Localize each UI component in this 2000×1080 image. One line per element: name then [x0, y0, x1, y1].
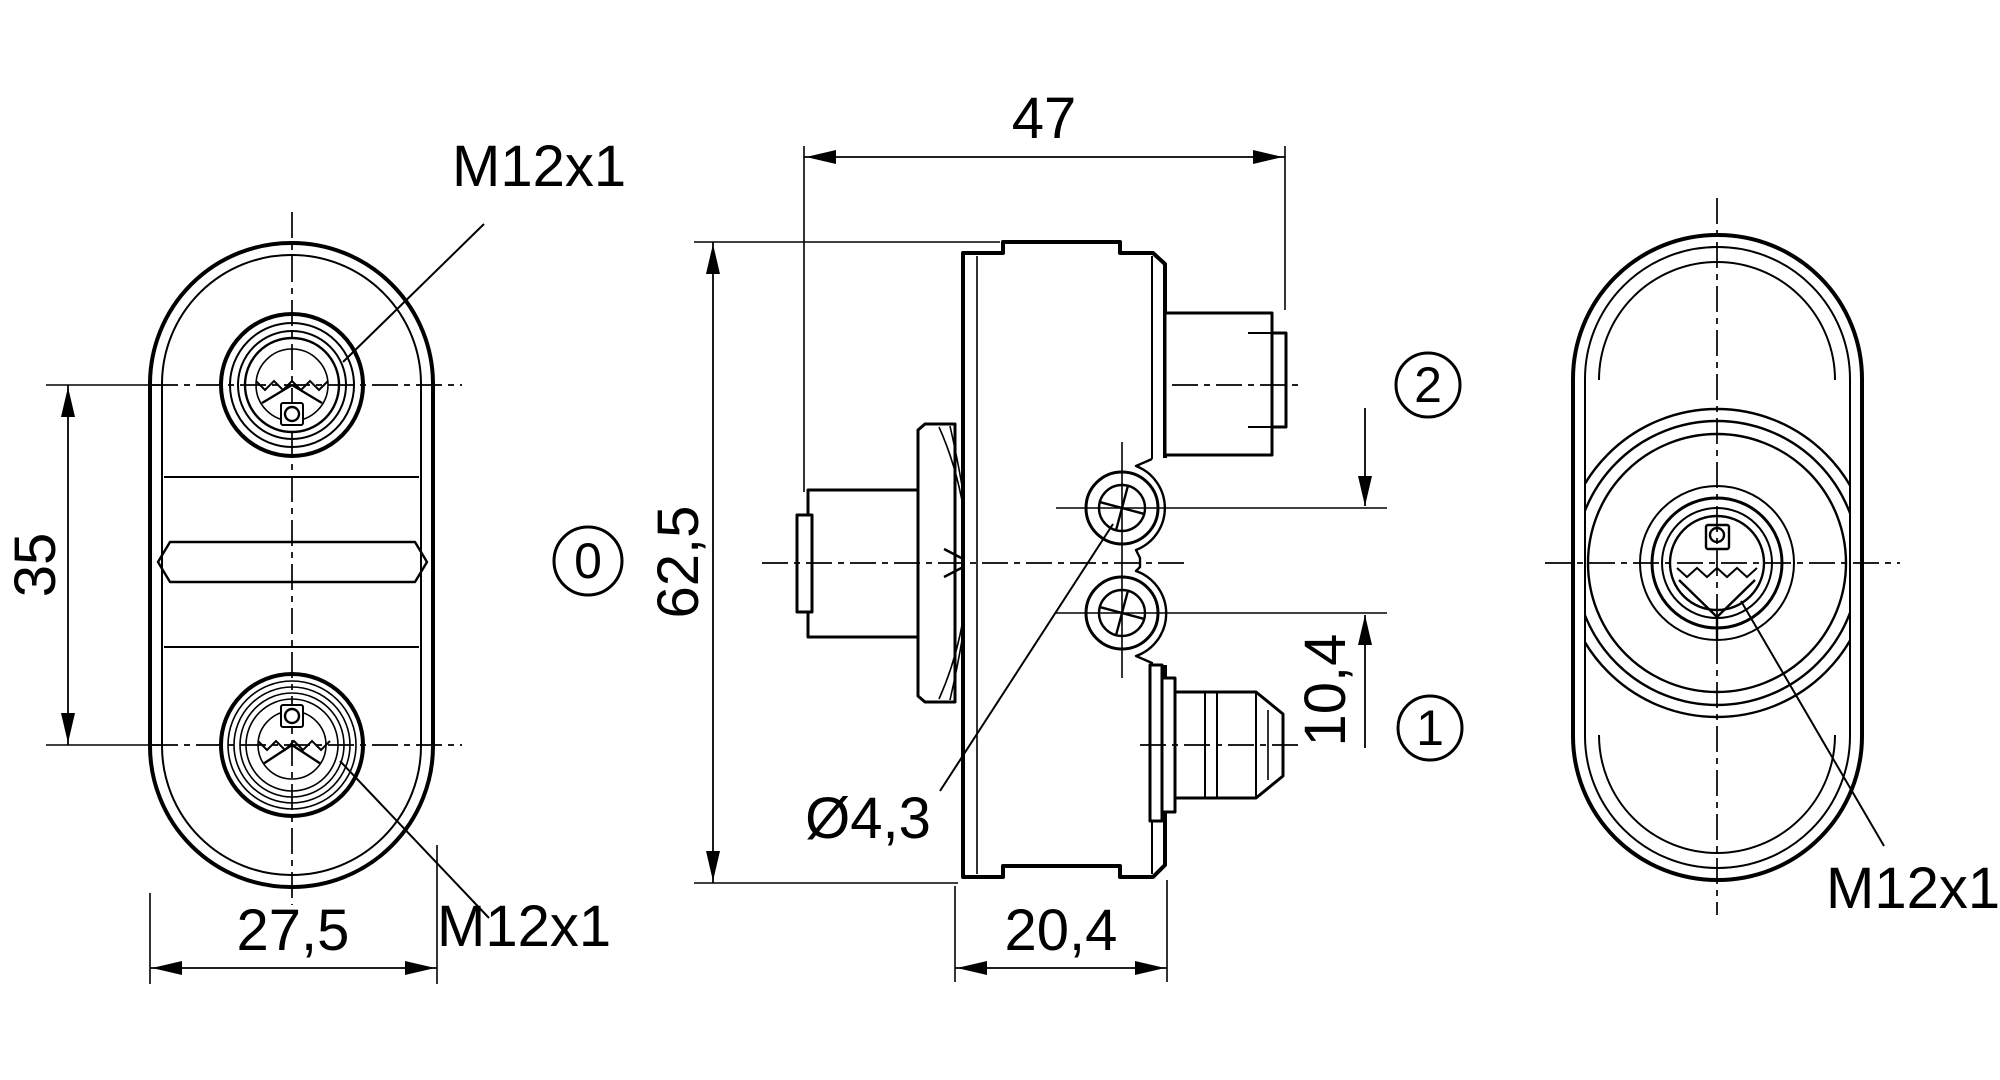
arrowhead-icon	[806, 150, 836, 164]
front-view: 35 27,5 M12x1 M12x1	[3, 134, 626, 984]
dimension-10-4: 10,4	[1293, 408, 1372, 748]
arrowhead-icon	[957, 961, 987, 975]
arrowhead-icon	[706, 244, 720, 274]
thread-ring	[233, 686, 351, 804]
dimension-text: 47	[1012, 86, 1077, 151]
dimension-text: 10,4	[1293, 634, 1358, 747]
leader-line	[342, 223, 485, 363]
chamfer-arc	[1598, 734, 1836, 854]
callout-text: 1	[1416, 700, 1444, 756]
connector-ring	[219, 672, 365, 818]
dimension-text: 27,5	[237, 898, 350, 963]
arrowhead-icon	[152, 961, 182, 975]
callout-1: 1	[1396, 694, 1464, 762]
callout-2: 2	[1394, 351, 1462, 419]
arrowhead-icon	[706, 851, 720, 881]
contact-spoke	[1716, 579, 1756, 618]
keyway-hole	[283, 405, 301, 423]
callout-text: 0	[574, 533, 602, 589]
mounting-slot	[156, 540, 429, 584]
contact-spoke	[262, 743, 293, 766]
leader-line	[939, 523, 1114, 792]
side-view: 47 62,5 20,4 10,4	[552, 86, 1464, 982]
sensing-flange	[916, 422, 957, 704]
callout-circle-icon	[552, 525, 624, 597]
connector-label-bottom: M12x1	[437, 894, 611, 959]
connector-face-bottom	[219, 672, 365, 818]
arrowhead-icon	[1253, 150, 1283, 164]
socket-end-cap	[1270, 331, 1288, 429]
leader-line	[1740, 600, 1885, 847]
arrowhead-icon	[61, 713, 75, 743]
contact-hatch	[257, 739, 331, 752]
dimension-47: 47	[803, 86, 1286, 492]
rear-view: M12x1	[1545, 198, 2000, 921]
dimension-62-5: 62,5	[646, 241, 1000, 884]
keyway-hole	[283, 707, 301, 725]
arrowhead-icon	[1358, 476, 1372, 506]
body-outline	[961, 240, 1167, 879]
thread-ring	[245, 698, 339, 792]
thread-ring	[227, 680, 357, 810]
callout-circle-icon	[1396, 694, 1464, 762]
arrowhead-icon	[61, 387, 75, 417]
thread-ring	[239, 692, 345, 798]
callout-circle-icon	[1394, 351, 1462, 419]
connector-label-top: M12x1	[452, 134, 626, 199]
contact-spoke	[261, 383, 293, 405]
arrowhead-icon	[1358, 615, 1372, 645]
connector-label: M12x1	[1826, 856, 2000, 921]
connector-ring	[237, 330, 347, 440]
housing-outline	[148, 241, 435, 889]
dimension-text: 62,5	[646, 506, 711, 619]
arrowhead-icon	[1135, 961, 1165, 975]
leader-line	[339, 760, 490, 919]
hole-diameter-label: Ø4,3	[805, 786, 931, 851]
connector-ring	[229, 322, 355, 448]
arrowhead-icon	[405, 961, 435, 975]
connector-face-top	[219, 312, 365, 458]
dimension-text: 20,4	[1005, 898, 1118, 963]
housing-inner-contour	[161, 254, 422, 876]
dimension-text: 35	[3, 533, 68, 598]
callout-text: 2	[1414, 357, 1442, 413]
dimension-20-4: 20,4	[954, 880, 1168, 982]
contact-spoke	[1678, 579, 1718, 618]
connector-socket-top	[1163, 311, 1274, 457]
contact-spoke	[291, 743, 322, 766]
connector-ring	[219, 312, 365, 458]
contact-spoke	[291, 383, 323, 405]
contact-hatch	[255, 379, 329, 392]
dimension-35: 35	[3, 385, 75, 745]
callout-0: 0	[552, 525, 624, 597]
dimension-27-5: 27,5	[149, 845, 438, 984]
connector-ring	[243, 336, 341, 434]
plug-collar	[1148, 663, 1164, 823]
